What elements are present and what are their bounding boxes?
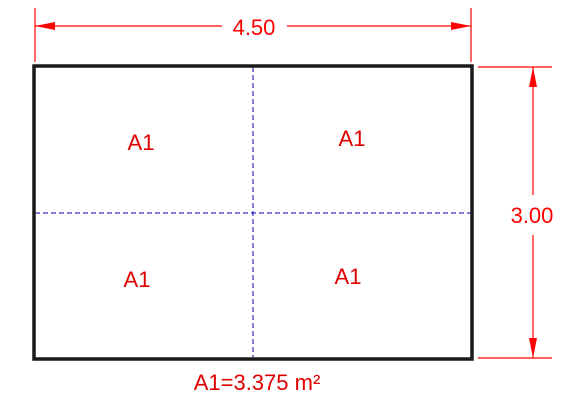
width-arrow-right <box>451 22 471 30</box>
height-arrow-top <box>529 67 537 87</box>
area-label-top-right: A1 <box>339 126 366 151</box>
centerlines <box>35 67 471 359</box>
height-arrow-bottom <box>529 338 537 358</box>
area-formula: A1=3.375 m² <box>194 370 321 395</box>
area-label-bottom-right: A1 <box>335 264 362 289</box>
width-arrow-left <box>35 22 55 30</box>
height-dimension <box>478 66 552 359</box>
area-label-top-left: A1 <box>128 130 155 155</box>
area-label-bottom-left: A1 <box>124 267 151 292</box>
room-outline <box>32 64 474 361</box>
width-dimension-label: 4.50 <box>233 15 276 40</box>
width-dimension <box>34 8 472 62</box>
height-dimension-label: 3.00 <box>511 203 554 228</box>
